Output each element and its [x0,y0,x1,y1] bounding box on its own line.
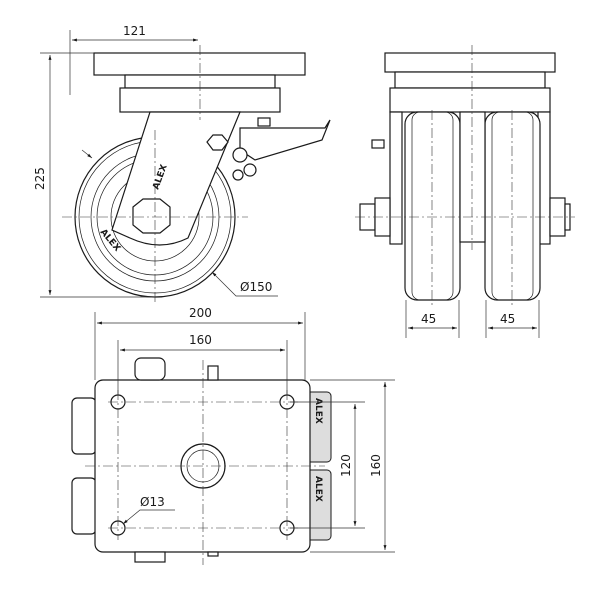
wheel-top-left-2 [71,477,97,535]
dim-hole-spacing-width: 120 [339,454,353,477]
wheel-left [404,111,461,301]
top-view: ALEX ALEX 200 160 120 160 [71,306,395,565]
dim-hole-spacing-length: 160 [189,333,212,347]
nut-top [134,357,166,381]
side-view: ALEX ALEX 121 225 Ø150 [33,24,331,305]
king-pin-nut [206,134,229,151]
dim-wheel-diameter: Ø150 [240,280,272,294]
dim-hole-diameter: Ø13 [140,495,165,509]
wheel-top-left-1 [71,397,97,455]
fork-leg-left [389,111,403,245]
dim-wheel-width-left: 45 [421,312,436,326]
wheel-right [484,111,541,301]
front-view: 45 45 [355,45,575,338]
dim-plate-width: 160 [369,454,383,477]
dim-225: 225 [33,167,47,190]
brake-pedal [239,119,331,161]
dim-wheel-width-right: 45 [500,312,515,326]
axle-nut [132,198,171,234]
pad-brand-1: ALEX [313,398,323,424]
center-plate [459,111,486,243]
pad-brand-2: ALEX [313,476,323,502]
top-plate-front [384,52,556,73]
dim-plate-length: 200 [189,306,212,320]
dim-121: 121 [123,24,146,38]
top-plate [93,52,306,76]
